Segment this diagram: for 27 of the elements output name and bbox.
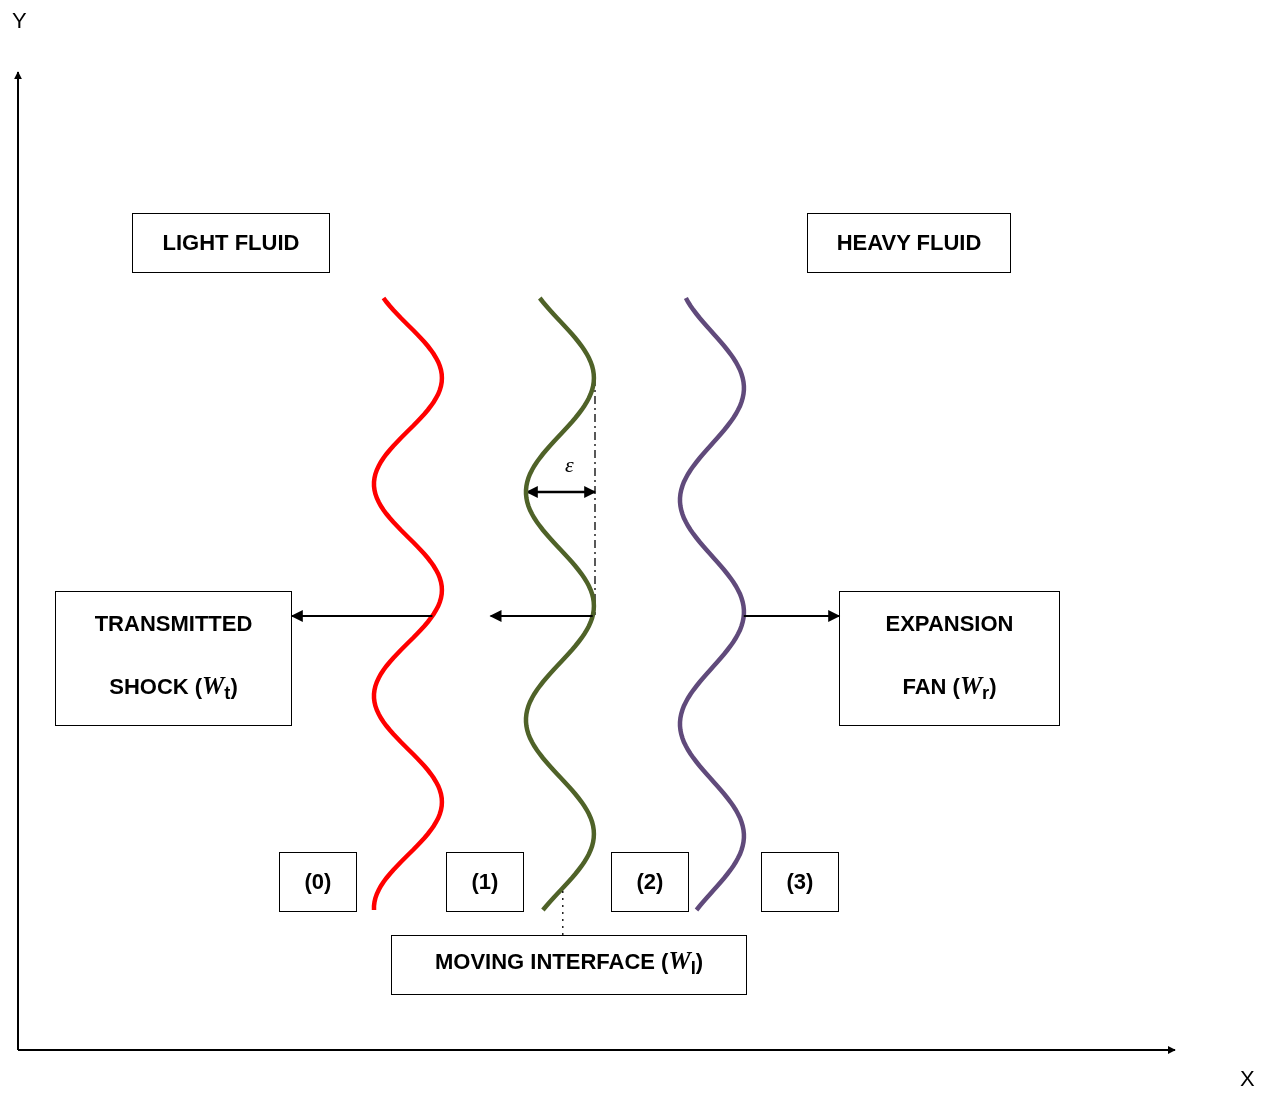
arrow bbox=[742, 610, 841, 622]
box-label: MOVING INTERFACE (W$_{I}$) bbox=[434, 947, 704, 981]
text-box bbox=[279, 852, 357, 912]
text-box bbox=[807, 213, 1011, 273]
arrow bbox=[489, 610, 594, 622]
box-label: LIGHT FLUID bbox=[162, 229, 300, 257]
box-label: (2) bbox=[636, 868, 664, 896]
box-label: HEAVY FLUID bbox=[836, 229, 982, 257]
box-label: TRANSMITTED SHOCK (W$_{t}$) bbox=[93, 609, 254, 706]
arrow bbox=[290, 610, 434, 622]
text-box bbox=[391, 935, 747, 995]
axis-label: Y bbox=[12, 8, 27, 34]
text-box bbox=[761, 852, 839, 912]
axis-label: X bbox=[1240, 1066, 1255, 1092]
wave-curve bbox=[371, 296, 445, 912]
text-box bbox=[132, 213, 330, 273]
wave-curve bbox=[677, 296, 747, 912]
text-box bbox=[446, 852, 524, 912]
text-box bbox=[839, 591, 1060, 726]
box-label: EXPANSION FAN (W$_{r}$) bbox=[884, 609, 1015, 706]
dimension-label: ε bbox=[565, 452, 574, 478]
box-label: (3) bbox=[786, 868, 814, 896]
text-box bbox=[55, 591, 292, 726]
wave-curve bbox=[523, 296, 597, 912]
text-box bbox=[611, 852, 689, 912]
box-label: (1) bbox=[471, 868, 499, 896]
box-label: (0) bbox=[304, 868, 332, 896]
